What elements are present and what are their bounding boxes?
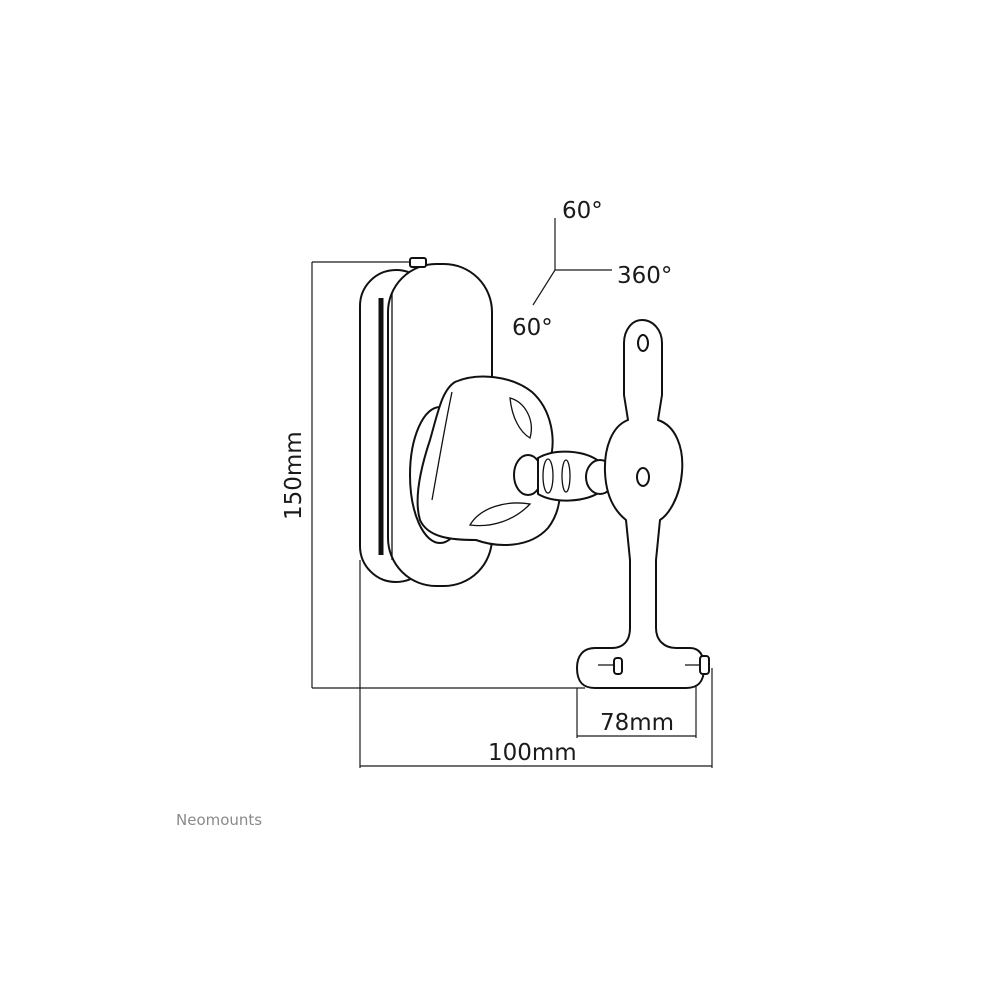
swivel-label: 360° [617,263,672,289]
plate-pin-right-head [699,655,710,675]
depth-label: 100mm [488,740,577,766]
rotation-axes: 60° 360° 60° [512,198,672,341]
brand-logo-text: Neomounts [176,811,262,829]
bracket-top-nub [409,257,427,268]
tilt-knob [409,375,561,546]
plate-top-hole [637,334,649,352]
knob-grip-bottom [468,502,532,527]
wall-plate [576,319,710,689]
tilt-up-label: 60° [562,198,603,224]
ball-joint [513,450,615,502]
tilt-down-label: 60° [512,315,553,341]
height-label: 150mm [281,431,307,520]
knob-ridge [431,391,453,501]
plate-pin-left-head [613,657,623,675]
joint-ring-2 [561,459,571,493]
joint-ring-1 [542,458,554,494]
plate-width-dimension: 78mm [576,682,697,738]
depth-dimension: 100mm [359,560,713,768]
plate-center-hole [636,467,650,487]
height-dimension: 150mm [281,261,585,689]
knob-grip-top [509,397,532,439]
axis-diagonal [532,269,556,306]
plate-body [576,319,705,689]
plate-width-label: 78mm [600,710,674,736]
